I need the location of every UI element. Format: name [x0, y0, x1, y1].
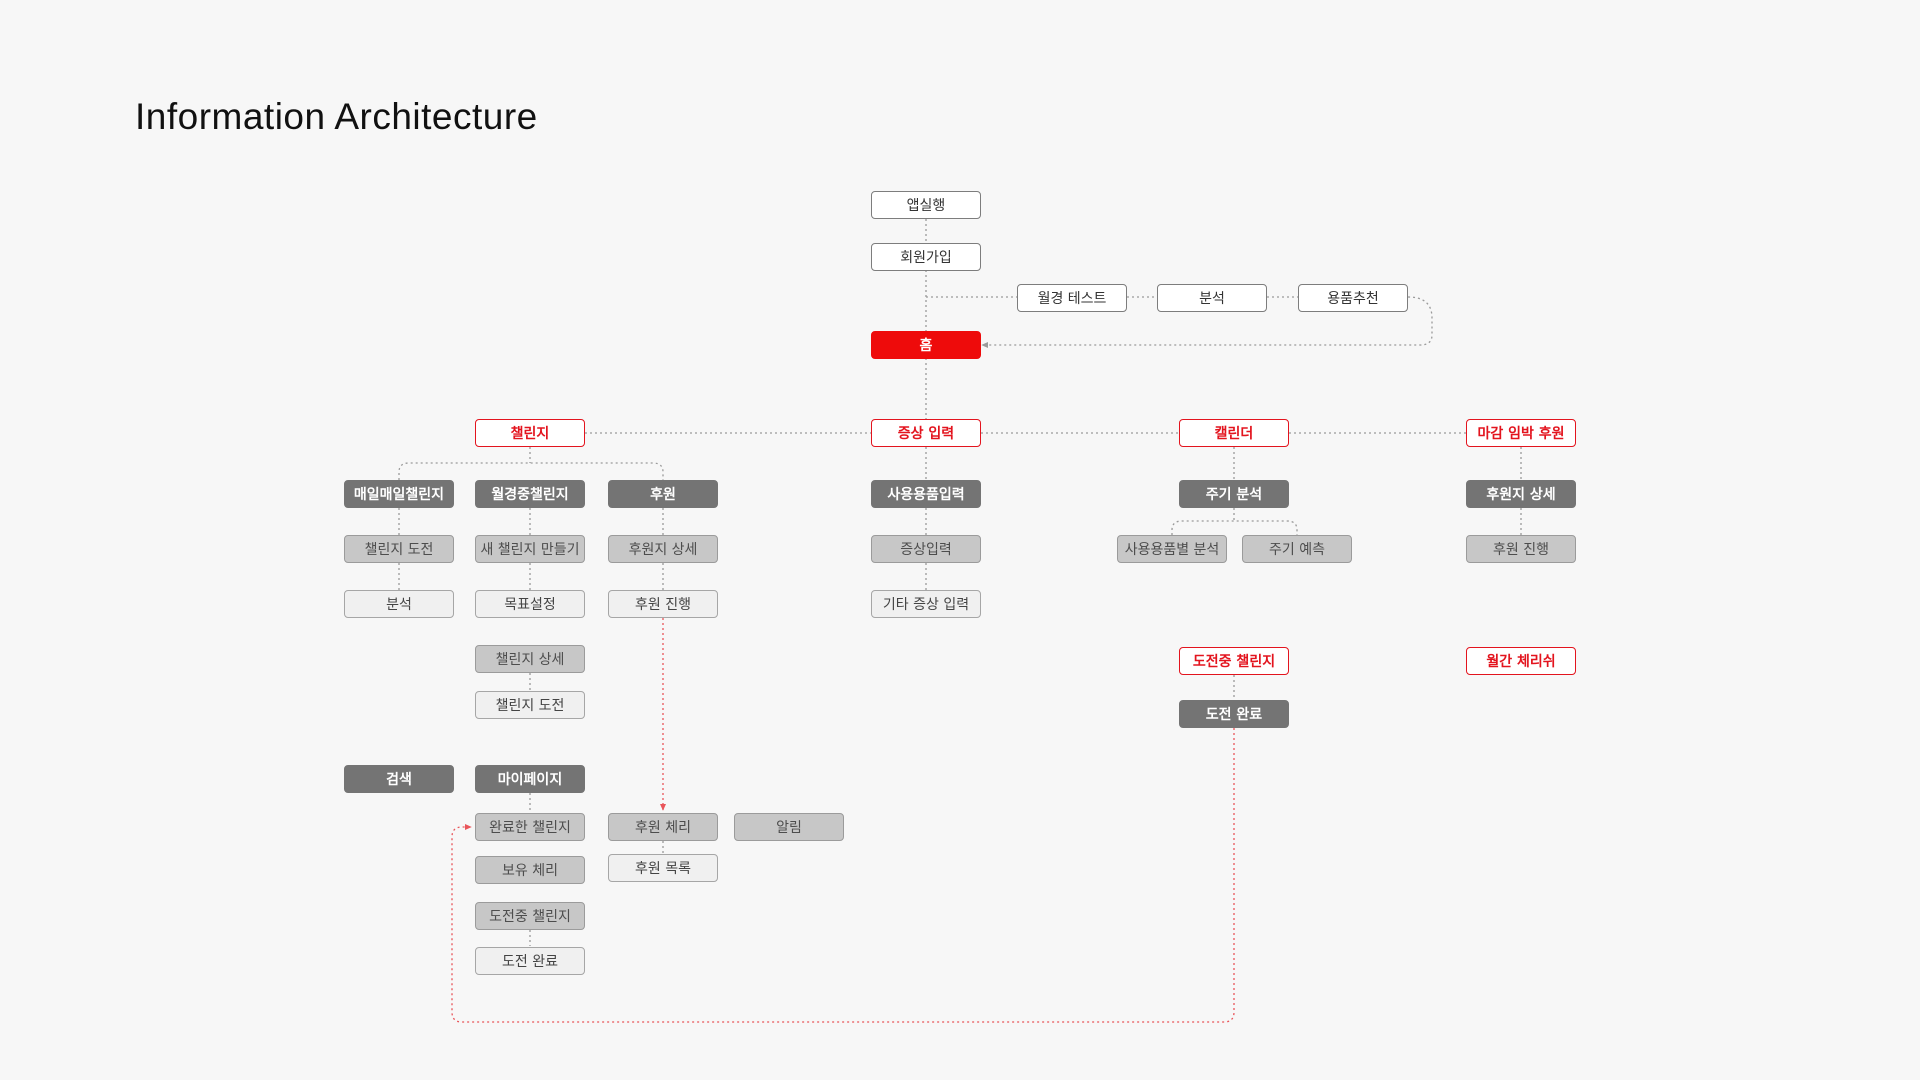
node-cycle-analysis[interactable]: 주기 분석 — [1179, 480, 1289, 508]
node-cycle-prediction[interactable]: 주기 예측 — [1242, 535, 1352, 563]
node-challenge-complete[interactable]: 도전 완료 — [1179, 700, 1289, 728]
node-analysis-top[interactable]: 분석 — [1157, 284, 1267, 312]
node-product-recommend[interactable]: 용품추천 — [1298, 284, 1408, 312]
edge-complete-to-completed — [451, 728, 1235, 1023]
node-notification[interactable]: 알림 — [734, 813, 844, 841]
node-mypage[interactable]: 마이페이지 — [475, 765, 585, 793]
node-challenge-attempt[interactable]: 챌린지 도전 — [344, 535, 454, 563]
edge-cycle-fork — [1171, 508, 1298, 535]
node-usage-analysis[interactable]: 사용용품별 분석 — [1117, 535, 1227, 563]
node-period-test[interactable]: 월경 테스트 — [1017, 284, 1127, 312]
node-challenge-attempt2[interactable]: 챌린지 도전 — [475, 691, 585, 719]
node-ongoing-challenge-my[interactable]: 도전중 챌린지 — [475, 902, 585, 930]
node-monthly-cherish[interactable]: 월간 체리쉬 — [1466, 647, 1576, 675]
node-challenge-detail[interactable]: 챌린지 상세 — [475, 645, 585, 673]
node-create-challenge[interactable]: 새 챌린지 만들기 — [475, 535, 585, 563]
node-symptom-input[interactable]: 증상 입력 — [871, 419, 981, 447]
node-sponsor[interactable]: 후원 — [608, 480, 718, 508]
node-ongoing-challenge[interactable]: 도전중 챌린지 — [1179, 647, 1289, 675]
node-sponsor-cherry[interactable]: 후원 체리 — [608, 813, 718, 841]
node-daily-challenge[interactable]: 매일매일챌린지 — [344, 480, 454, 508]
node-challenge[interactable]: 챌린지 — [475, 419, 585, 447]
node-analysis[interactable]: 분석 — [344, 590, 454, 618]
node-sponsor-progress-right[interactable]: 후원 진행 — [1466, 535, 1576, 563]
node-app-launch[interactable]: 앱실행 — [871, 191, 981, 219]
node-signup[interactable]: 회원가입 — [871, 243, 981, 271]
node-sponsor-detail-right[interactable]: 후원지 상세 — [1466, 480, 1576, 508]
page-title: Information Architecture — [135, 96, 538, 137]
node-sponsor-detail[interactable]: 후원지 상세 — [608, 535, 718, 563]
node-owned-cherry[interactable]: 보유 체리 — [475, 856, 585, 884]
node-period-challenge[interactable]: 월경중챌린지 — [475, 480, 585, 508]
node-symptom-input2[interactable]: 증상입력 — [871, 535, 981, 563]
node-deadline-sponsor[interactable]: 마감 임박 후원 — [1466, 419, 1576, 447]
edge-challenge-fork — [398, 462, 664, 480]
node-completed-challenge[interactable]: 완료한 챌린지 — [475, 813, 585, 841]
node-sponsor-progress[interactable]: 후원 진행 — [608, 590, 718, 618]
node-goal-setting[interactable]: 목표설정 — [475, 590, 585, 618]
node-challenge-complete-my[interactable]: 도전 완료 — [475, 947, 585, 975]
node-home[interactable]: 홈 — [871, 331, 981, 359]
node-sponsor-list[interactable]: 후원 목록 — [608, 854, 718, 882]
node-other-symptom-input[interactable]: 기타 증상 입력 — [871, 590, 981, 618]
node-search[interactable]: 검색 — [344, 765, 454, 793]
node-calendar[interactable]: 캘린더 — [1179, 419, 1289, 447]
node-product-usage-input[interactable]: 사용용품입력 — [871, 480, 981, 508]
edge-recommend-home — [981, 296, 1433, 349]
